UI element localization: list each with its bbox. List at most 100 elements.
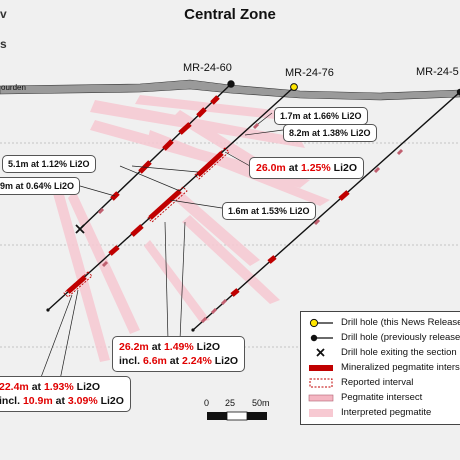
callout-text: 9m at 0.64% Li2O [0,181,75,191]
dashed-box-icon [309,378,333,388]
collar-mr-24-76 [290,83,298,91]
exit-x-icon [75,224,85,234]
leader-line [169,199,223,209]
scale-tick-label: 25 [225,398,236,408]
legend-label: Reported interval [341,377,414,388]
callout-text: 1.7m at 1.66% Li2O [280,111,362,121]
figure-title: Central Zone [184,6,276,23]
intercept [108,245,120,256]
highlight-value: 2.24% [182,355,212,367]
scale-bar-labels: 0 25 50m [204,398,270,428]
hole-end-marks [46,308,195,332]
intercept [130,224,144,237]
leader-line [59,289,79,381]
scale-bar [207,411,267,421]
pegmatite-intersects [97,122,404,324]
leader-line [119,165,181,192]
callout-text: Li2O [193,341,220,353]
callout-text: Li2O [330,162,357,174]
legend-label: Interpreted pegmatite [341,407,432,418]
hole-end-mark [46,308,50,312]
intercept-callout: 9m at 0.64% Li2O [0,177,81,195]
legend-item: Interpreted pegmatite [307,406,460,420]
legend-item: Mineralized pegmatite inters [307,361,460,375]
intercept-callout: 1.7m at 1.66% Li2O [274,107,368,125]
pegmatite-lens [182,215,280,304]
intercept [162,139,174,151]
leader-line [79,185,116,197]
legend-label: Drill hole (this News Release [341,317,460,328]
legend-label: Drill hole (previously release [341,332,460,343]
corner-fragment: v [0,7,7,21]
callout-text: at [285,162,301,174]
callout-text: Li2O [73,381,100,393]
leader-line [244,129,284,136]
highlight-value: 1.93% [43,381,74,393]
pegmatite-tick [252,122,260,130]
callout-line: incl. 6.6m at 2.24% Li2O [119,354,238,368]
pegmatite-lens [52,180,110,362]
pegmatite-lens [172,110,260,166]
intercept-callout-highlight-mr-24-60: 22.4m at 1.93% Li2O incl. 10.9m at 3.09%… [0,376,131,412]
corner-fragment: s [0,37,7,51]
pegmatite-tick [97,207,105,215]
scale-bar-segment [207,412,227,420]
callout-text: incl. [119,355,143,367]
highlight-value: 3.09% [67,395,98,407]
pegmatite-lens [144,240,210,322]
highlight-value: 10.9m [22,395,53,407]
intercept [148,189,182,220]
intercept-callout-highlight-mr-24-76: 26.2m at 1.49% Li2O incl. 6.6m at 2.24% … [112,336,246,372]
highlight-value: 26.0m [256,162,286,174]
interpreted-pegmatite [52,95,345,362]
pegmatite-tick [101,260,109,268]
drill-trace-mr-24-60 [79,83,232,230]
highlight-value: 26.2m [119,341,149,353]
collar-mr-24-5 [456,88,460,96]
reported-interval-box [63,271,93,298]
intercept-callout: 8.2m at 1.38% Li2O [283,124,377,142]
pegmatite-tick [210,307,218,315]
callout-line: incl. 10.9m at 3.09% Li2O [0,394,124,408]
pegmatite-tick [373,166,381,174]
leader-line [179,221,186,341]
hole-label-mr-24-76: MR-24-76 [285,67,334,79]
pegmatite-lens [172,190,260,266]
legend-item: Reported interval [307,376,460,390]
reported-intervals [63,147,230,298]
black-collar-icon [310,334,333,342]
pegmatite-tick [396,148,404,156]
callout-text: at [52,395,68,407]
callout-text: at [28,381,44,393]
legend-item: Drill hole (previously release [307,331,460,345]
intercept-callout: 5.1m at 1.12% Li2O [2,155,96,173]
intercept [178,122,192,135]
legend-item: Drill hole exiting the section [307,346,460,360]
intercept [196,107,207,118]
intercept [210,95,220,105]
mineralized-intercepts [66,95,350,297]
overburden-label: ourden [1,83,26,92]
intercept [66,275,87,294]
yellow-collar-icon [309,318,333,328]
callout-text: at [166,355,183,367]
hole-label-mr-24-60: MR-24-60 [183,62,232,74]
legend-label: Drill hole exiting the section [341,347,457,358]
highlight-value: 22.4m [0,381,29,393]
pegmatite-tick [200,316,208,324]
hole-label-mr-24-5: MR-24-5 [416,66,459,78]
leader-line [257,112,273,125]
pegmatite-lens [148,130,330,206]
intercept [267,255,277,264]
callout-line: 22.4m at 1.93% Li2O [0,380,124,394]
intercept-callout-highlight: 26.0m at 1.25% Li2O [249,157,364,179]
callout-text: Li2O [211,355,239,367]
overburden-band [0,79,460,101]
callout-text: at [148,341,164,353]
callout-text: Li2O [97,395,124,407]
reported-interval-box [194,147,230,180]
highlight-value: 6.6m [142,355,167,367]
leader-line [131,165,199,173]
